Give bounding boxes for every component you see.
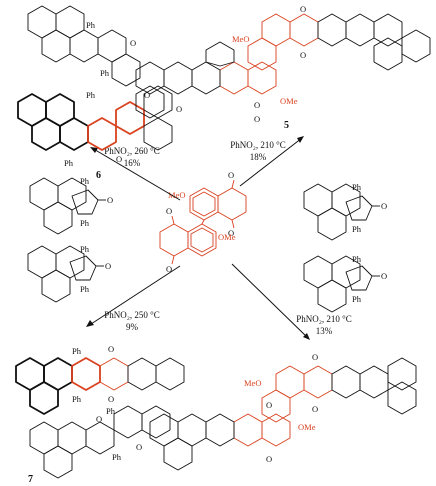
starting-material xyxy=(159,179,247,265)
cond-lr-yield: 13% xyxy=(316,326,333,336)
sm-meo-label: MeO xyxy=(168,190,185,200)
sm-o-bottom: O xyxy=(166,264,172,274)
cond-ul-yield: 16% xyxy=(124,158,141,168)
p5-o-4: O xyxy=(254,114,260,124)
reagent4-ph-top: Ph xyxy=(352,254,362,264)
reagent1-ph-top: Ph xyxy=(80,176,90,186)
p6-o-4: O xyxy=(116,154,122,164)
pf-meo-label: MeO xyxy=(244,378,261,388)
reagent2-ph-bottom: Ph xyxy=(80,284,90,294)
p6-ph-3: Ph xyxy=(86,90,96,100)
p5-o-2: O xyxy=(300,50,306,60)
p7-o-4: O xyxy=(136,442,142,452)
reagent1-ph-bottom: Ph xyxy=(80,218,90,228)
product-6-number: 6 xyxy=(96,170,101,181)
p7-ph-2: Ph xyxy=(72,394,82,404)
pf-o-3: O xyxy=(266,400,272,410)
pf-o-1: O xyxy=(312,352,318,362)
reagent3-ph-bottom: Ph xyxy=(352,224,362,234)
p6-ph-4: Ph xyxy=(64,158,74,168)
product-5-number: 5 xyxy=(284,120,289,131)
arrow-lower-right xyxy=(231,263,310,340)
reagent-acecyclone-left xyxy=(27,245,104,303)
p6-ph-2: Ph xyxy=(100,68,110,78)
p6-o-2: O xyxy=(144,90,150,100)
cond-ll-solvent: PhNO₂, 250 °C xyxy=(104,310,160,320)
sm-o-left: O xyxy=(166,206,172,216)
reagent4-ph-bottom: Ph xyxy=(352,294,362,304)
arrow-upper-right xyxy=(239,136,304,187)
product-6-structure xyxy=(17,5,173,151)
reagent-phencyclone-right xyxy=(303,183,380,241)
p5-o-1: O xyxy=(300,4,306,14)
reagent-acecyclone-right xyxy=(303,255,380,313)
pf-o-2: O xyxy=(312,404,318,414)
cond-ll-yield: 9% xyxy=(126,322,139,332)
pf-ome-label: OMe xyxy=(298,422,316,432)
p6-o-3: O xyxy=(176,104,182,114)
product-5-structure xyxy=(135,13,431,119)
sm-o-mid: O xyxy=(228,228,234,238)
pf-o-4: O xyxy=(266,454,272,464)
reagent1-o: O xyxy=(107,195,113,205)
p6-ph-1: Ph xyxy=(86,20,96,30)
p7-ph-1: Ph xyxy=(72,346,82,356)
cond-lr-solvent: PhNO₂, 210 °C xyxy=(296,314,352,324)
p7-ph-3: Ph xyxy=(106,406,116,416)
sm-ome-label: OMe xyxy=(218,232,236,242)
reagent2-o: O xyxy=(105,261,111,271)
p6-o-1: O xyxy=(130,38,136,48)
p7-ph-4: Ph xyxy=(112,452,122,462)
arrow-lower-left xyxy=(86,265,181,327)
arrow-upper-left xyxy=(90,147,181,201)
p5-meo-label: MeO xyxy=(232,34,249,44)
reagent3-o: O xyxy=(381,201,387,211)
cond-ur-yield: 18% xyxy=(250,152,267,162)
product-7-structure xyxy=(15,357,185,479)
sm-o-top: O xyxy=(228,170,234,180)
product-fluoranthene-structure xyxy=(149,357,417,471)
reagent-phencyclone-left xyxy=(29,177,106,235)
cond-ur-solvent: PhNO₂, 210 °C xyxy=(230,140,286,150)
cond-ul-solvent: PhNO₂, 260 °C xyxy=(104,146,160,156)
p5-ome-label: OMe xyxy=(280,96,298,106)
product-7-number: 7 xyxy=(28,474,33,485)
reagent3-ph-top: Ph xyxy=(352,182,362,192)
reagent4-o: O xyxy=(381,271,387,281)
reagent2-ph-top: Ph xyxy=(80,244,90,254)
p5-o-3: O xyxy=(254,100,260,110)
p7-o-2: O xyxy=(108,394,114,404)
p7-o-1: O xyxy=(108,344,114,354)
p7-o-3: O xyxy=(96,414,102,424)
